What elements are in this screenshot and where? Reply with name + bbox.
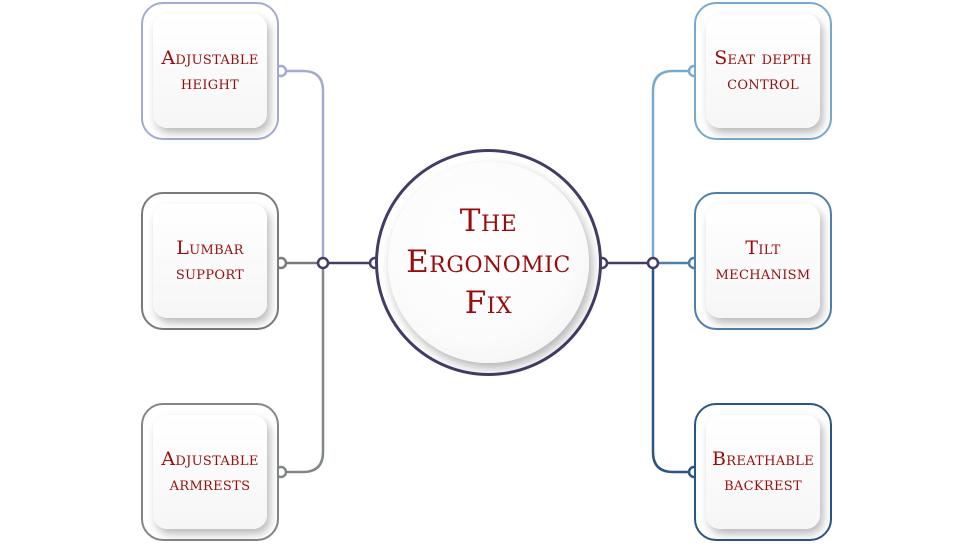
junction-dot-left	[316, 256, 330, 270]
node-lumbar-support-panel: Lumbar support	[153, 204, 267, 318]
node-lumbar-support-label: Lumbar support	[174, 236, 246, 286]
central-hub: The Ergonomic Fix	[375, 149, 602, 376]
node-lumbar-support: Lumbar support	[141, 192, 279, 330]
node-tilt-mechanism: Tilt mechanism	[694, 192, 832, 330]
node-adjustable-armrests: Adjustable armrests	[141, 403, 279, 541]
connector-adjustable-height	[281, 69, 325, 263]
central-hub-panel: The Ergonomic Fix	[388, 162, 589, 363]
node-adjustable-height-panel: Adjustable height	[153, 14, 267, 128]
node-breathable-backrest-panel: Breathable backrest	[706, 415, 820, 529]
junction-dot-right	[646, 256, 660, 270]
node-label-line-2: height	[180, 72, 240, 94]
node-label-line-1: Tilt	[745, 237, 781, 259]
central-hub-title: The Ergonomic Fix	[406, 201, 571, 324]
node-breathable-backrest: Breathable backrest	[694, 403, 832, 541]
node-seat-depth-control-label: Seat depth control	[712, 46, 814, 96]
node-breathable-backrest-label: Breathable backrest	[710, 447, 816, 497]
hub-title-line-2: Ergonomic	[406, 244, 571, 280]
connector-breathable-backrest	[651, 263, 694, 474]
node-label-line-2: armrests	[169, 473, 251, 495]
node-adjustable-height-label: Adjustable height	[159, 46, 260, 96]
connector-seat-depth-control	[651, 69, 694, 263]
hub-title-line-3: Fix	[464, 285, 513, 321]
node-label-line-1: Adjustable	[161, 47, 259, 69]
node-label-line-1: Breathable	[712, 448, 814, 470]
node-label-line-1: Seat depth	[714, 47, 812, 69]
node-label-line-2: control	[727, 72, 799, 94]
node-adjustable-height: Adjustable height	[141, 2, 279, 140]
node-tilt-mechanism-label: Tilt mechanism	[714, 236, 813, 286]
node-label-line-2: mechanism	[715, 262, 811, 284]
node-label-line-1: Lumbar	[176, 237, 244, 259]
connector-adjustable-armrests	[281, 263, 325, 474]
node-seat-depth-control-panel: Seat depth control	[706, 14, 820, 128]
node-adjustable-armrests-panel: Adjustable armrests	[153, 415, 267, 529]
node-adjustable-armrests-label: Adjustable armrests	[159, 447, 260, 497]
node-label-line-2: backrest	[724, 473, 802, 495]
node-label-line-1: Adjustable	[161, 448, 259, 470]
node-seat-depth-control: Seat depth control	[694, 2, 832, 140]
node-tilt-mechanism-panel: Tilt mechanism	[706, 204, 820, 318]
hub-title-line-1: The	[459, 203, 518, 239]
node-label-line-2: support	[175, 262, 245, 284]
